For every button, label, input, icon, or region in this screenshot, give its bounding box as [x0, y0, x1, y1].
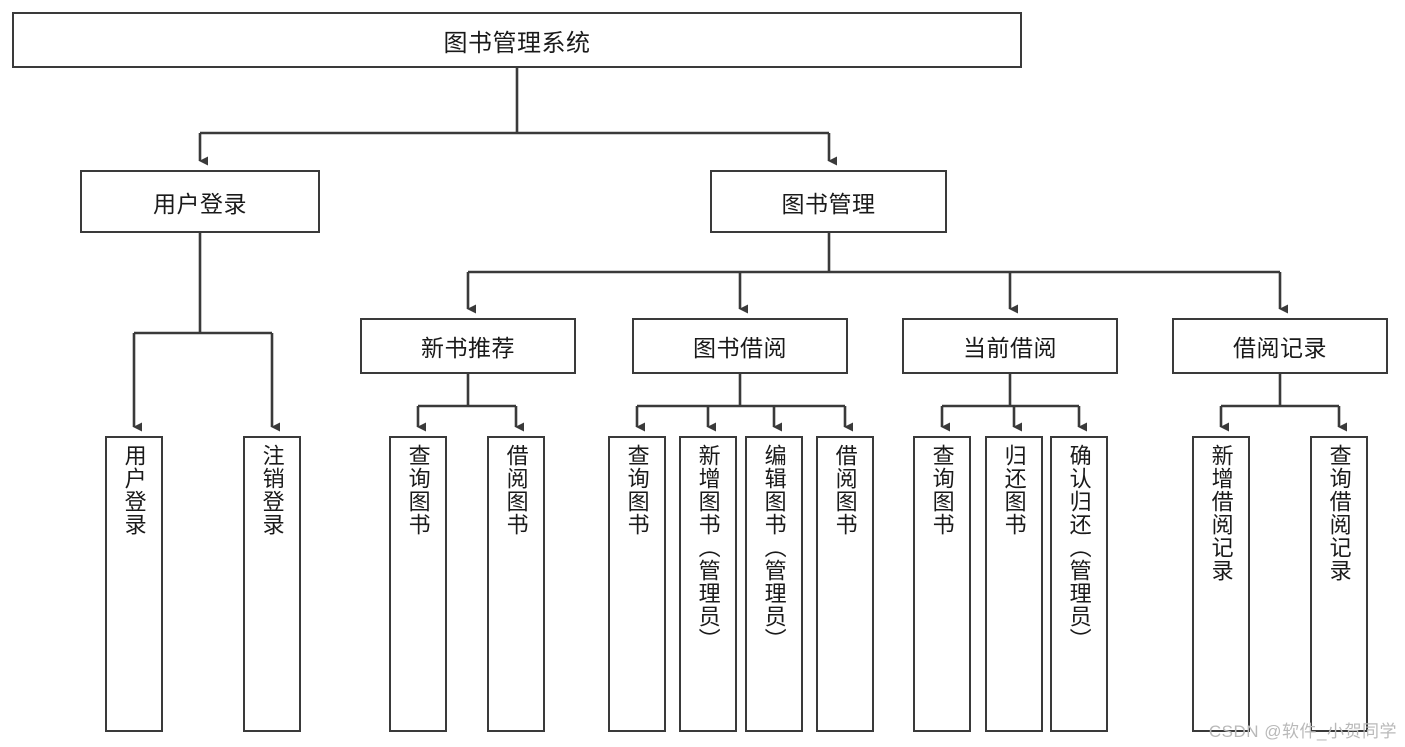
leaf-label: 注销登录	[259, 444, 285, 536]
node-current-borrow[interactable]: 当前借阅	[902, 318, 1118, 374]
leaf-label: 确认归还（管理员）	[1066, 444, 1092, 651]
leaf-label: 查询借阅记录	[1326, 444, 1352, 582]
node-leaf-query-book-2[interactable]: 查询图书	[608, 436, 666, 732]
node-leaf-edit-book[interactable]: 编辑图书（管理员）	[745, 436, 803, 732]
leaf-label: 借阅图书	[503, 444, 529, 536]
leaf-label: 查询图书	[405, 444, 431, 536]
node-leaf-query-book-3[interactable]: 查询图书	[913, 436, 971, 732]
node-user-login[interactable]: 用户登录	[80, 170, 320, 233]
leaf-label: 归还图书	[1001, 444, 1027, 536]
node-leaf-add-book[interactable]: 新增图书（管理员）	[679, 436, 737, 732]
node-root[interactable]: 图书管理系统	[12, 12, 1022, 68]
node-leaf-logout[interactable]: 注销登录	[243, 436, 301, 732]
leaf-label: 借阅图书	[832, 444, 858, 536]
node-leaf-query-book-1[interactable]: 查询图书	[389, 436, 447, 732]
node-leaf-add-record[interactable]: 新增借阅记录	[1192, 436, 1250, 732]
leaf-label: 查询图书	[624, 444, 650, 536]
leaf-label: 用户登录	[121, 444, 147, 536]
node-borrow-record[interactable]: 借阅记录	[1172, 318, 1388, 374]
node-leaf-confirm-return[interactable]: 确认归还（管理员）	[1050, 436, 1108, 732]
leaf-label: 新增图书（管理员）	[695, 444, 721, 651]
node-new-book-recommend[interactable]: 新书推荐	[360, 318, 576, 374]
node-leaf-query-record[interactable]: 查询借阅记录	[1310, 436, 1368, 732]
leaf-label: 查询图书	[929, 444, 955, 536]
node-leaf-user-login[interactable]: 用户登录	[105, 436, 163, 732]
node-book-manage[interactable]: 图书管理	[710, 170, 947, 233]
leaf-label: 编辑图书（管理员）	[761, 444, 787, 651]
node-book-borrow[interactable]: 图书借阅	[632, 318, 848, 374]
node-leaf-borrow-book-1[interactable]: 借阅图书	[487, 436, 545, 732]
node-leaf-return-book[interactable]: 归还图书	[985, 436, 1043, 732]
csdn-watermark: CSDN @软件_小贺同学	[1208, 722, 1397, 741]
node-leaf-borrow-book-2[interactable]: 借阅图书	[816, 436, 874, 732]
leaf-label: 新增借阅记录	[1208, 444, 1234, 582]
